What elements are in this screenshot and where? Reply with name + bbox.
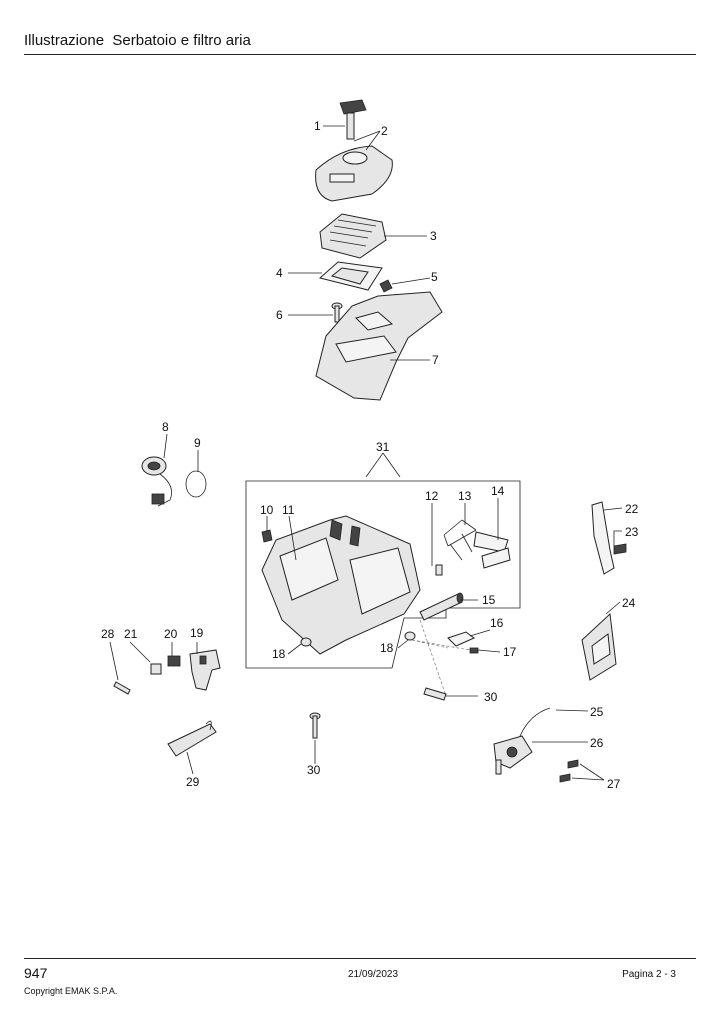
page-header: Illustrazione Serbatoio e filtro aria [24,28,696,55]
part-pin [435,564,443,576]
footer-code: 947 [24,965,48,981]
callout-26: 26 [590,736,604,750]
callout-10: 10 [260,503,274,517]
callout-4: 4 [276,266,283,280]
callout-18-right: 18 [380,641,394,655]
part-lever [447,631,475,647]
callout-2: 2 [381,124,388,138]
callout-11: 11 [282,503,295,517]
callout-20: 20 [164,627,178,641]
part-small-screw [469,647,479,654]
footer-copyright: Copyright EMAK S.P.A. [24,986,118,996]
part-fuel-cap [141,456,173,507]
part-switch [167,655,181,667]
part-oil-pump [493,735,533,775]
parts-drawing: 1 2 3 4 5 6 7 8 9 10 11 12 13 14 15 16 1… [101,99,639,791]
callout-31: 31 [376,440,390,454]
callout-30-right: 30 [484,690,498,704]
part-screw [331,302,343,323]
callout-9: 9 [194,436,201,450]
callout-19: 19 [190,626,204,640]
callout-14: 14 [491,484,505,498]
assembly-lead [365,452,401,478]
callout-29: 29 [186,775,200,789]
callout-numbers: 1 2 3 4 5 6 7 8 9 10 11 12 13 14 15 16 1… [101,119,639,791]
footer-date: 21/09/2023 [348,969,399,980]
callout-13: 13 [458,489,472,503]
callout-16: 16 [490,616,504,630]
part-screw-30-center [309,712,321,739]
callout-24: 24 [622,596,636,610]
part-gasket [318,261,383,291]
page-footer: 947 21/09/2023 Pagina 2 - 3 Copyright EM… [24,958,696,1009]
part-nut-left [300,637,312,647]
callout-12: 12 [425,489,439,503]
callout-22: 22 [625,502,639,516]
callout-6: 6 [276,308,283,322]
part-cover-plate [150,663,162,675]
part-knob [339,99,367,140]
part-top-cover [315,145,393,202]
header-title-prefix: Illustrazione [24,32,105,49]
part-pump-screw-lower [559,773,571,783]
callout-28: 28 [101,627,115,641]
callout-7: 7 [432,353,439,367]
callout-1: 1 [314,119,321,133]
part-air-filter [319,213,387,259]
part-plate [473,531,511,569]
part-o-ring [185,470,207,498]
callout-27: 27 [607,777,621,791]
part-bracket [591,501,615,575]
exploded-parts-diagram: 1 2 3 4 5 6 7 8 9 10 11 12 13 14 15 16 1… [0,60,720,960]
part-hose-fitting [167,720,217,757]
part-nut-right [404,631,416,641]
part-pin-screw [113,681,131,695]
part-shield-detail [591,633,611,665]
assembly-box [245,480,521,669]
callout-21: 21 [124,627,138,641]
footer-page-number: Pagina 2 - 3 [622,969,676,980]
part-screw-30-right [423,687,447,701]
part-bolt [613,543,627,555]
callout-17: 17 [503,645,517,659]
callout-18-left: 18 [272,647,286,661]
callout-8: 8 [162,420,169,434]
callout-5: 5 [431,270,438,284]
part-pump-screw-upper [567,759,579,769]
callout-3: 3 [430,229,437,243]
callout-30-center: 30 [307,763,321,777]
part-small-nut [379,279,393,293]
part-housing [315,291,443,401]
assembly-dashes [411,619,471,697]
part-oil-hose [519,707,551,737]
part-shaft [419,592,464,621]
part-stud-bolts [443,519,477,561]
leader-lines [109,125,623,781]
callout-15: 15 [482,593,496,607]
header-title: Illustrazione Serbatoio e filtro aria [24,32,251,49]
header-title-text: Serbatoio e filtro aria [112,32,251,49]
callout-23: 23 [625,525,639,539]
part-switch-block [189,649,221,691]
callout-25: 25 [590,705,604,719]
part-crankcase [261,515,421,655]
